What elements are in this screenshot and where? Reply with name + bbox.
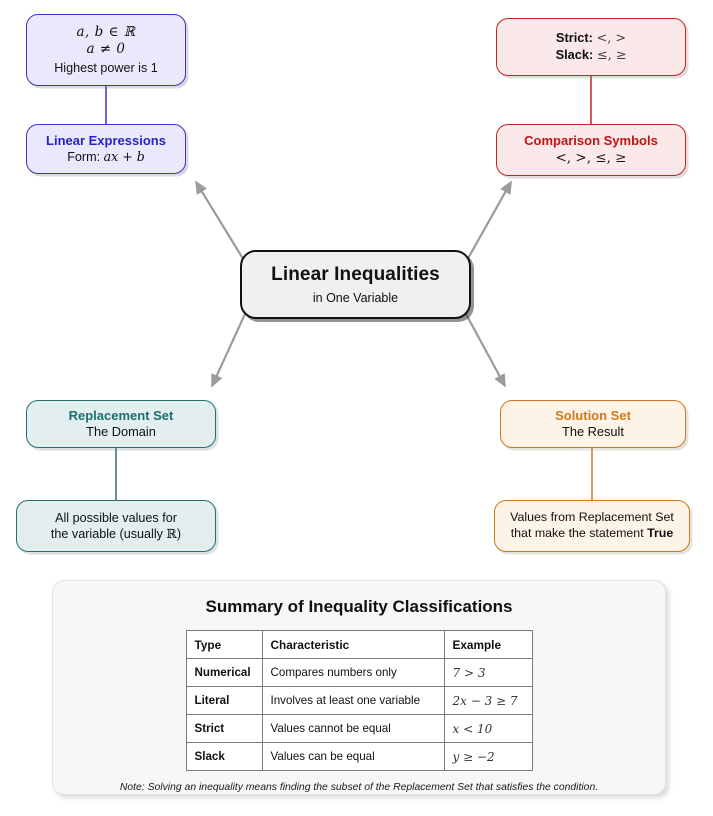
comparison-slack-row: Slack: ≤, ≥ [556,47,627,64]
replacement-set-detail-suffix: ) [176,527,182,541]
solution-set-detail-bold: True [647,526,674,540]
linear-expressions-detail-line1: a, b ∈ ℝ [76,24,136,41]
table-cell-example: y ≥ −2 [443,742,533,771]
table-cell-type: Strict [185,714,263,743]
comparison-symbols-subtitle: <, >, ≤, ≥ [555,149,627,166]
table-row: Literal Involves at least one variable 2… [185,686,533,715]
solution-set-detail-prefix: that make the statement [510,526,648,540]
node-comparison-symbols-detail[interactable]: Strict: <, > Slack: ≤, ≥ [496,18,686,76]
comparison-strict-value: <, > [596,30,627,46]
summary-card: Summary of Inequality Classifications Ty… [52,580,666,795]
table-header-type: Type [185,630,263,659]
table-cell-example: 7 > 3 [443,658,533,687]
comparison-strict-label: Strict: [555,29,593,45]
replacement-set-detail-line1: All possible values for [55,510,177,525]
table-cell-characteristic: Values cannot be equal [261,714,445,743]
node-linear-expressions[interactable]: Linear Expressions Form: ax + b [26,124,186,174]
node-solution-set-detail[interactable]: Values from Replacement Set that make th… [494,500,690,552]
table-row: Numerical Compares numbers only 7 > 3 [185,658,533,687]
replacement-set-detail-math: ℝ [166,526,177,541]
summary-title: Summary of Inequality Classifications [205,597,513,616]
arrow-center-to-solution-set [465,313,506,388]
arrow-center-to-linear-expressions [195,180,246,263]
linear-expressions-detail-line3: Highest power is 1 [54,60,158,75]
node-replacement-set[interactable]: Replacement Set The Domain [26,400,216,448]
comparison-strict-row: Strict: <, > [556,30,626,47]
replacement-set-title: Replacement Set [68,407,174,423]
table-cell-characteristic: Involves at least one variable [261,686,445,715]
table-cell-type: Literal [185,686,263,715]
table-row: Slack Values can be equal y ≥ −2 [185,742,533,771]
solution-set-detail-line2: that make the statement True [511,526,674,542]
summary-note: Note: Solving an inequality means findin… [119,782,599,793]
central-node-linear-inequalities[interactable]: Linear Inequalities in One Variable [240,250,471,319]
table-row: Strict Values cannot be equal x < 10 [185,714,533,743]
solution-set-title: Solution Set [555,407,631,423]
replacement-set-detail-line2: the variable (usually ℝ) [51,526,181,542]
node-comparison-symbols[interactable]: Comparison Symbols <, >, ≤, ≥ [496,124,686,176]
linear-expressions-title: Linear Expressions [46,132,166,148]
summary-table-wrapper: Type Characteristic Example Numerical Co… [53,630,665,771]
node-solution-set[interactable]: Solution Set The Result [500,400,686,448]
table-cell-example: x < 10 [443,714,533,743]
replacement-set-subtitle: The Domain [86,424,156,440]
table-cell-type: Numerical [185,658,263,687]
solution-set-detail-line1: Values from Replacement Set [510,510,674,525]
linear-expressions-subtitle: Form: ax + b [67,149,145,165]
arrow-center-to-comparison-symbols [465,180,512,263]
table-header-row: Type Characteristic Example [185,630,533,659]
linear-expressions-form-label: Form: [67,150,104,165]
comparison-symbols-title: Comparison Symbols [524,133,658,149]
linear-expressions-detail-line2: a ≠ 0 [86,41,126,58]
summary-table: Type Characteristic Example Numerical Co… [185,630,533,771]
comparison-slack-label: Slack: [555,47,594,62]
central-node-subtitle: in One Variable [312,290,399,305]
arrow-center-to-replacement-set [211,313,246,388]
solution-set-subtitle: The Result [562,424,624,440]
comparison-slack-value: ≤, ≥ [596,48,627,63]
linear-expressions-form-math: ax + b [103,149,145,165]
table-header-example: Example [443,630,533,659]
replacement-set-detail-prefix: the variable (usually [50,527,167,541]
node-linear-expressions-detail[interactable]: a, b ∈ ℝ a ≠ 0 Highest power is 1 [26,14,186,86]
table-cell-characteristic: Compares numbers only [261,658,445,687]
table-cell-characteristic: Values can be equal [261,742,445,771]
table-cell-type: Slack [185,742,263,771]
table-header-characteristic: Characteristic [261,630,445,659]
node-replacement-set-detail[interactable]: All possible values for the variable (us… [16,500,216,552]
table-cell-example: 2x − 3 ≥ 7 [443,686,533,715]
central-node-title: Linear Inequalities [271,264,440,286]
